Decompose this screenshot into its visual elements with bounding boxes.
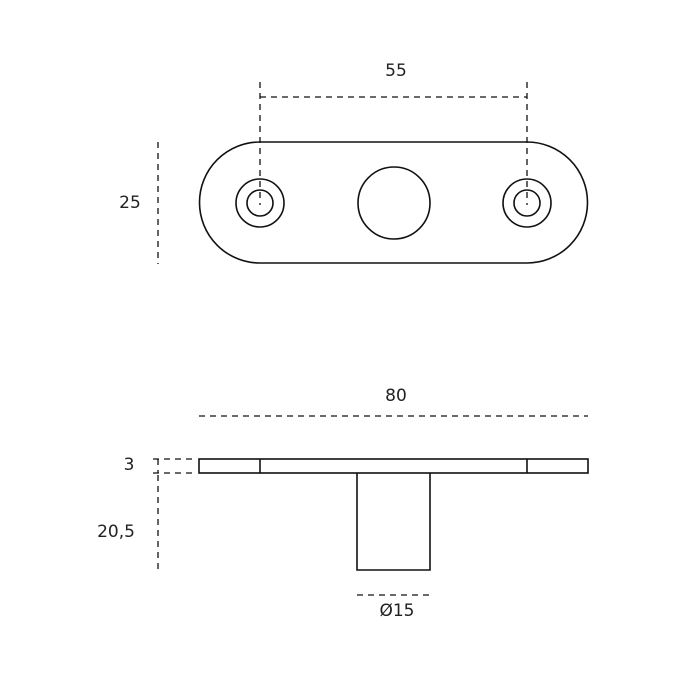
stem-side (356, 473, 431, 571)
right-hole-outer (502, 178, 552, 228)
center-stem-circle (357, 166, 431, 240)
right-hole-inner (513, 189, 541, 217)
plate-side (198, 458, 589, 474)
dim-25-label: 25 (119, 193, 141, 213)
side-view: 80 3 20,5 Ø15 (97, 386, 589, 621)
dim-20-5-label: 20,5 (97, 522, 135, 542)
dim-15-label: Ø15 (379, 601, 414, 621)
left-hole-outer (235, 178, 285, 228)
dim-3-label: 3 (124, 455, 135, 475)
left-hole-inner (246, 189, 274, 217)
top-view: 55 25 (119, 61, 589, 264)
plate-outline (198, 141, 589, 264)
dim-80-label: 80 (385, 386, 407, 406)
dim-55-label: 55 (385, 61, 407, 81)
